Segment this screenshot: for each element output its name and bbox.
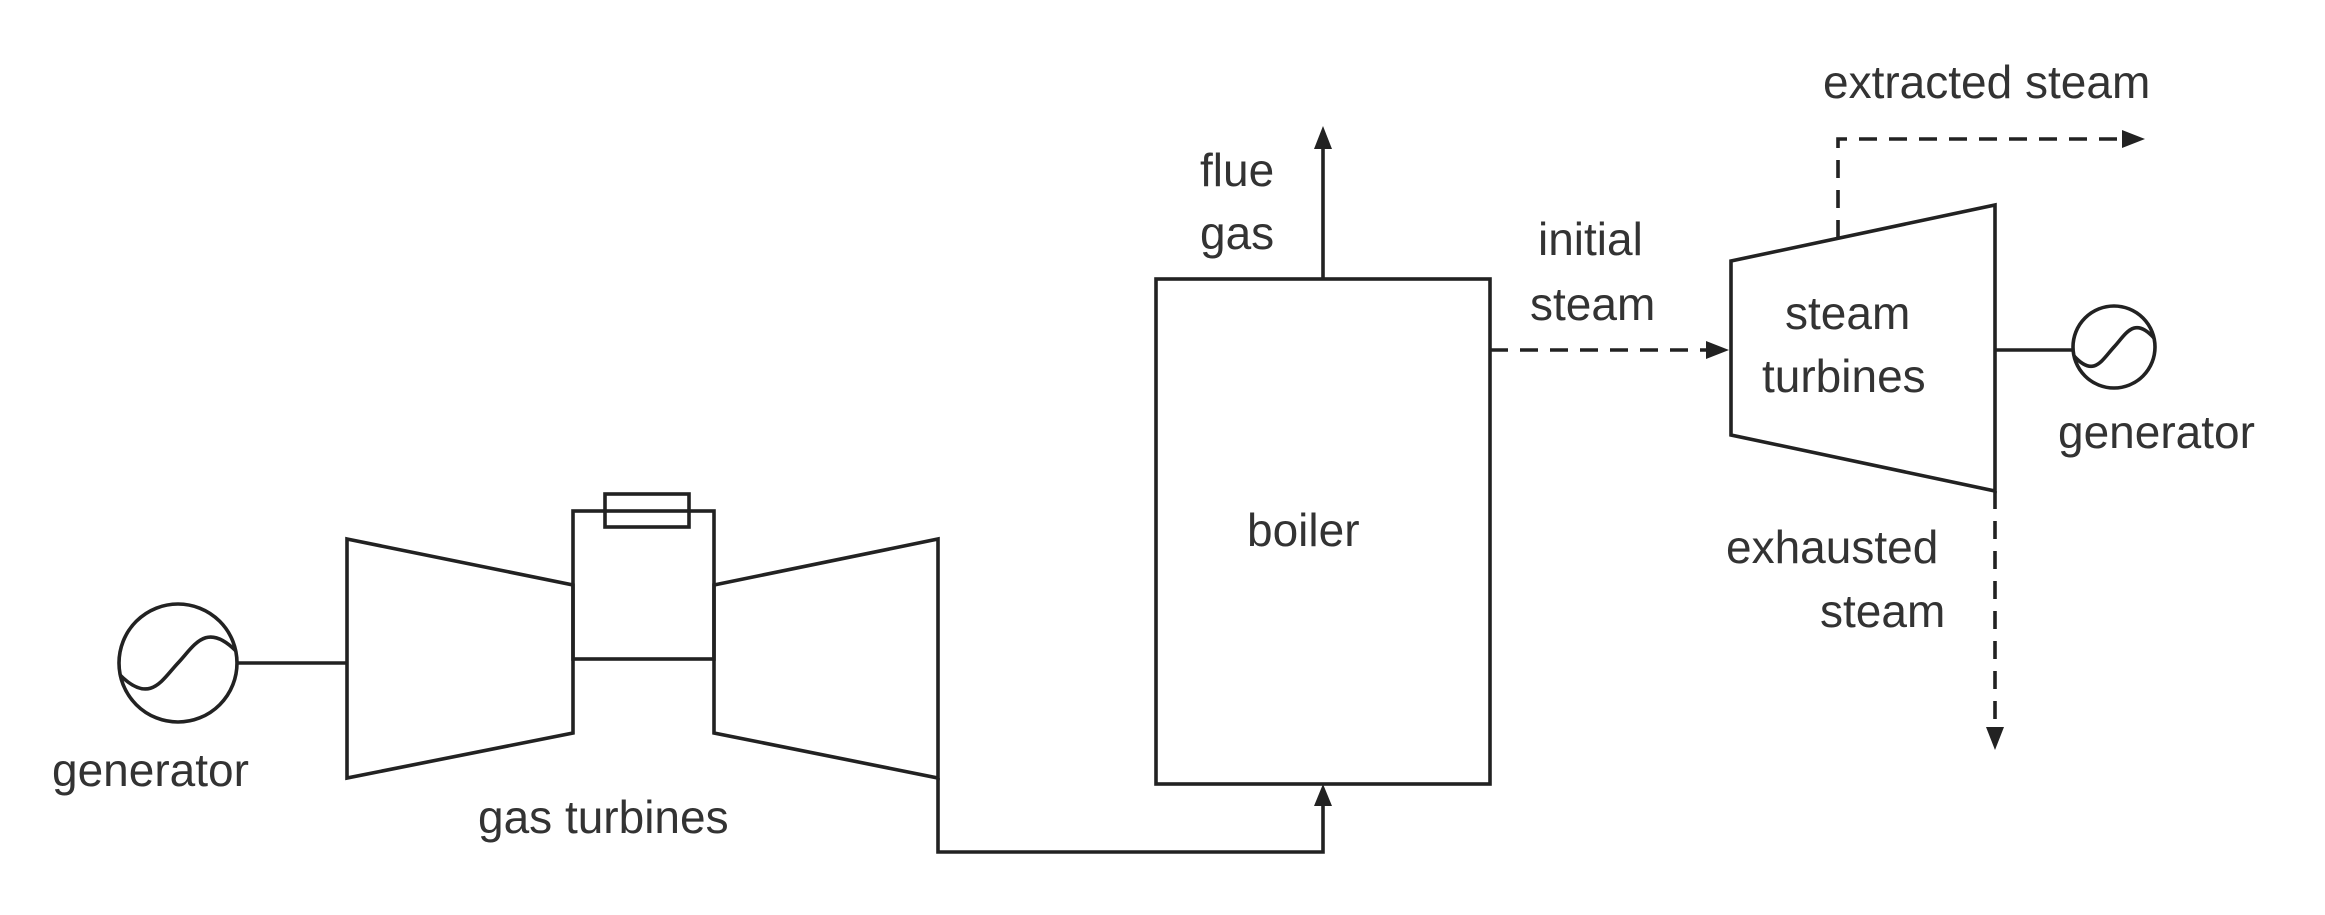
- generator-left-sine-icon: [118, 635, 238, 691]
- boiler-label: boiler: [1247, 504, 1360, 556]
- generator-right-sine-icon: [2072, 325, 2156, 369]
- generator-right-circle: [2071, 304, 2157, 390]
- flue-gas-label-line1: flue: [1200, 144, 1274, 196]
- flue-gas-arrowhead: [1314, 126, 1332, 149]
- extracted-steam-label: extracted steam: [1823, 56, 2150, 108]
- generator-right: [2071, 304, 2157, 390]
- initial-steam-arrowhead: [1706, 341, 1729, 359]
- compressor: [345, 536, 575, 781]
- exhausted-steam-label-line2: steam: [1820, 585, 1945, 637]
- generator-left-label: generator: [52, 744, 249, 796]
- gas-turbines: [345, 492, 940, 781]
- exhausted-steam-arrowhead: [1986, 727, 2004, 750]
- steam-turbines-label-line1: steam: [1785, 287, 1910, 339]
- steam-turbine-body: [1729, 202, 1997, 494]
- extracted-steam-line: [1836, 137, 2122, 238]
- turbine: [712, 536, 940, 781]
- steam-turbines-label-line2: turbines: [1762, 350, 1926, 402]
- generator-left: [117, 602, 239, 724]
- burner: [603, 492, 691, 529]
- gas-to-boiler-line: [936, 778, 1325, 854]
- initial-steam-label-line2: steam: [1530, 278, 1655, 330]
- gas-to-boiler-arrowhead: [1314, 784, 1332, 806]
- initial-steam-label-line1: initial: [1538, 213, 1643, 265]
- flue-gas-label-line2: gas: [1200, 207, 1274, 259]
- extracted-steam-arrowhead: [2122, 130, 2145, 148]
- gas-turbines-label: gas turbines: [478, 791, 729, 843]
- exhausted-steam-label-line1: exhausted: [1726, 521, 1938, 573]
- combustion-chamber: [571, 509, 716, 661]
- generator-right-label: generator: [2058, 406, 2255, 458]
